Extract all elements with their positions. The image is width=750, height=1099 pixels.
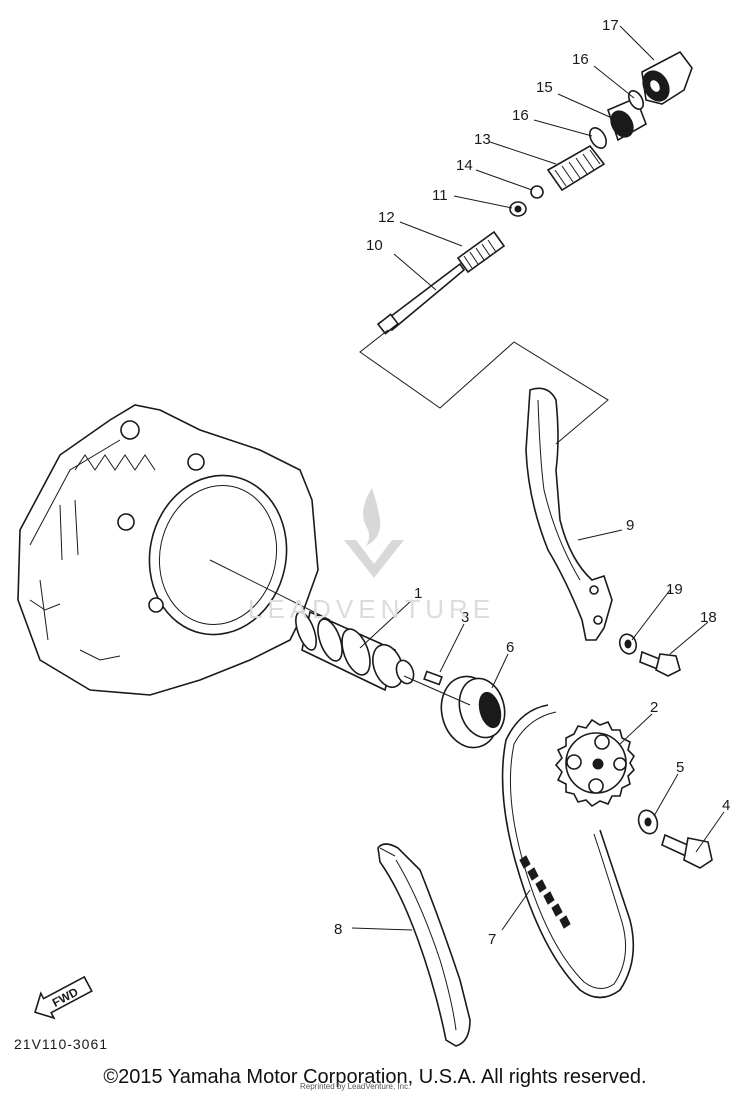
assembly-bracket bbox=[359, 329, 609, 445]
reprint-note: Reprinted by LeadVenture, Inc. bbox=[300, 1082, 411, 1091]
dowel-pin bbox=[423, 670, 443, 686]
guide-bolt bbox=[639, 650, 681, 677]
callout-labels: 1 2 3 4 5 6 7 8 9 10 11 12 13 14 15 16 1… bbox=[334, 17, 730, 948]
fwd-arrow: FWD bbox=[34, 975, 93, 1020]
callout-6: 6 bbox=[506, 639, 514, 656]
leader-lines bbox=[351, 25, 725, 931]
tensioner-guide bbox=[525, 387, 613, 641]
callout-4: 4 bbox=[722, 797, 730, 814]
watermark-text: LEADVENTURE bbox=[248, 594, 496, 624]
cam-sprocket bbox=[554, 718, 635, 808]
tensioner-rod bbox=[376, 262, 466, 335]
callout-15: 15 bbox=[536, 79, 553, 96]
callout-17: 17 bbox=[602, 17, 619, 34]
callout-10: 10 bbox=[366, 237, 383, 254]
callout-16-upper: 16 bbox=[572, 51, 589, 68]
tensioner-cap bbox=[641, 50, 693, 105]
watermark-logo bbox=[344, 488, 404, 578]
callout-7: 7 bbox=[488, 931, 496, 948]
callout-12: 12 bbox=[378, 209, 395, 226]
drawing-code: 21V110-3061 bbox=[14, 1036, 109, 1052]
callout-2: 2 bbox=[650, 699, 658, 716]
callout-18: 18 bbox=[700, 609, 717, 626]
callout-8: 8 bbox=[334, 921, 342, 938]
cam-sprocket-bolt bbox=[661, 833, 713, 869]
o-ring-inner bbox=[589, 127, 607, 149]
callout-1: 1 bbox=[414, 585, 422, 602]
callout-19: 19 bbox=[666, 581, 683, 598]
callout-9: 9 bbox=[626, 517, 634, 534]
tensioner-collar bbox=[509, 201, 527, 217]
callout-13: 13 bbox=[474, 131, 491, 148]
timing-chain bbox=[501, 704, 635, 999]
callout-11: 11 bbox=[432, 187, 448, 204]
callout-16-lower: 16 bbox=[512, 107, 529, 124]
camshaft bbox=[209, 559, 415, 692]
copyright-notice: ©2015 Yamaha Motor Corporation, U.S.A. A… bbox=[103, 1066, 647, 1088]
tensioner-ball bbox=[530, 185, 544, 199]
cylinder-head bbox=[17, 404, 319, 696]
washer bbox=[637, 809, 659, 835]
o-ring-outer bbox=[627, 90, 645, 110]
tensioner-spring-large bbox=[546, 144, 606, 192]
callout-5: 5 bbox=[676, 759, 684, 776]
chain-guide bbox=[377, 843, 471, 1047]
tensioner-spring-small bbox=[456, 230, 506, 274]
cam-ring bbox=[403, 675, 506, 749]
callout-14: 14 bbox=[456, 157, 473, 174]
callout-3: 3 bbox=[461, 609, 469, 626]
exploded-parts-diagram: 1 2 3 4 5 6 7 8 9 10 11 12 13 14 15 16 1… bbox=[17, 17, 730, 1047]
